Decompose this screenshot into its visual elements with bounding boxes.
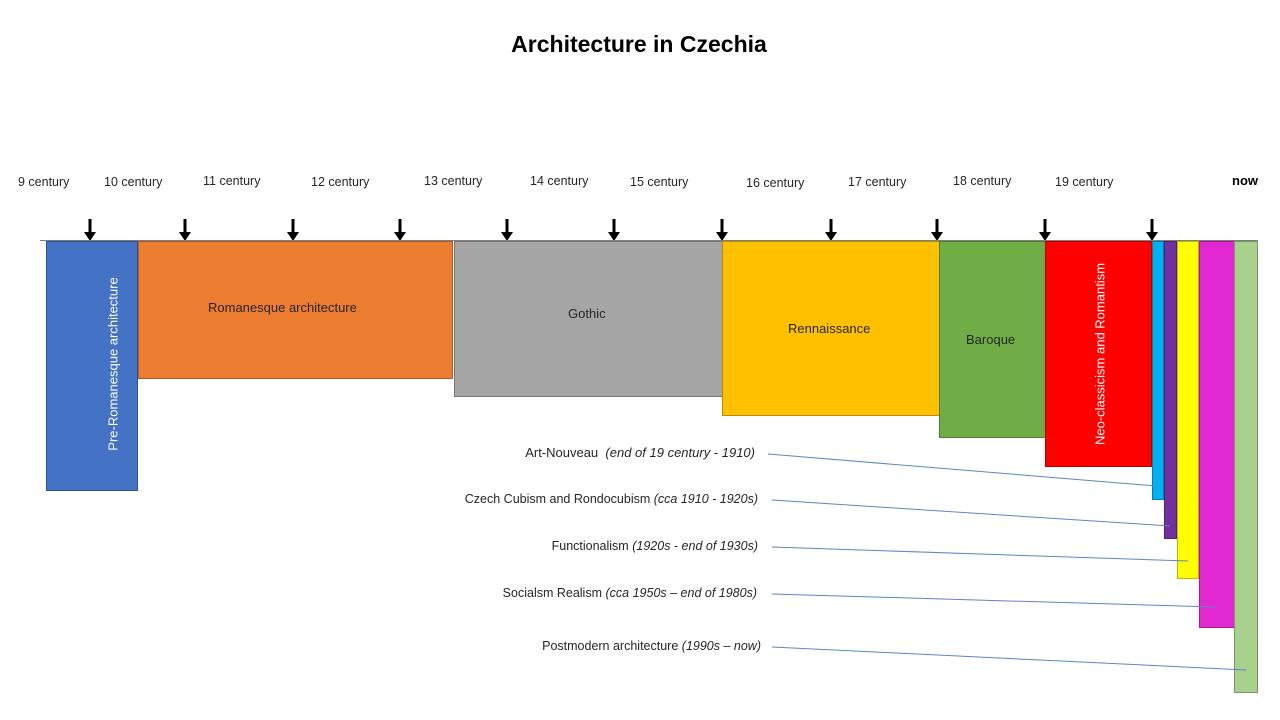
legend-art-nouveau: Art-Nouveau (end of 19 century - 1910)	[525, 445, 755, 460]
down-arrow-icon	[84, 219, 96, 241]
legend-cubism: Czech Cubism and Rondocubism (cca 1910 -…	[465, 492, 758, 506]
down-arrow-icon	[1146, 219, 1158, 241]
bar-postmodern	[1234, 241, 1258, 693]
legend-functionalism-dates: (1920s - end of 1930s)	[632, 539, 758, 553]
century-label-14: 14 century	[530, 174, 589, 188]
period-romanesque-label: Romanesque architecture	[208, 300, 357, 315]
period-neo-classicism	[1045, 241, 1152, 467]
now-label: now	[1232, 173, 1258, 188]
down-arrow-icon	[931, 219, 943, 241]
connector-cubism	[771, 499, 1171, 527]
down-arrow-icon	[716, 219, 728, 241]
century-label-18: 18 century	[953, 174, 1012, 188]
period-gothic	[454, 241, 723, 397]
down-arrow-icon	[1039, 219, 1051, 241]
century-label-13: 13 century	[424, 174, 483, 188]
legend-postmodern-dates: (1990s – now)	[681, 639, 761, 653]
period-baroque	[939, 241, 1046, 438]
legend-postmodern-name: Postmodern architecture	[542, 639, 679, 653]
connector-postmodern	[771, 646, 1247, 671]
century-label-19: 19 century	[1055, 175, 1114, 189]
bar-cubism	[1164, 241, 1177, 539]
connector-socialism	[771, 593, 1216, 608]
legend-socialism-name: Socialsm Realism	[502, 586, 603, 600]
century-label-10: 10 century	[104, 175, 163, 189]
down-arrow-icon	[179, 219, 191, 241]
legend-cubism-name: Czech Cubism and Rondocubism	[464, 492, 651, 506]
down-arrow-icon	[394, 219, 406, 241]
connector-functionalism	[771, 546, 1189, 562]
century-label-9: 9 century	[18, 175, 70, 189]
period-renaissance	[722, 241, 940, 416]
legend-cubism-dates: (cca 1910 - 1920s)	[653, 492, 758, 506]
down-arrow-icon	[287, 219, 299, 241]
legend-socialism: Socialsm Realism (cca 1950s – end of 198…	[503, 586, 757, 600]
diagram-title: Architecture in Czechia	[511, 31, 767, 57]
legend-socialism-dates: (cca 1950s – end of 1980s)	[605, 586, 758, 600]
period-romanesque	[138, 241, 453, 379]
legend-postmodern: Postmodern architecture (1990s – now)	[542, 639, 761, 653]
legend-art-nouveau-name: Art-Nouveau	[525, 445, 599, 460]
bar-art-nouveau	[1152, 241, 1164, 500]
legend-functionalism-name: Functionalism	[551, 539, 629, 553]
century-label-17: 17 century	[848, 175, 907, 189]
legend-functionalism: Functionalism (1920s - end of 1930s)	[552, 539, 758, 553]
down-arrow-icon	[501, 219, 513, 241]
period-baroque-label: Baroque	[966, 332, 1016, 347]
period-pre-romanesque	[46, 241, 138, 491]
down-arrow-icon	[608, 219, 620, 241]
down-arrow-icon	[825, 219, 837, 241]
century-label-12: 12 century	[311, 175, 370, 189]
legend-art-nouveau-dates: (end of 19 century - 1910)	[605, 445, 755, 460]
timeline-axis	[40, 240, 1258, 241]
bar-socialism	[1199, 241, 1235, 628]
century-label-15: 15 century	[630, 175, 689, 189]
bar-functionalism	[1177, 241, 1199, 579]
century-label-11: 11 century	[203, 174, 261, 188]
period-gothic-label: Gothic	[568, 306, 606, 321]
period-renaissance-label: Rennaissance	[788, 321, 871, 336]
century-label-16: 16 century	[746, 176, 805, 190]
connector-art-nouveau	[767, 453, 1157, 487]
